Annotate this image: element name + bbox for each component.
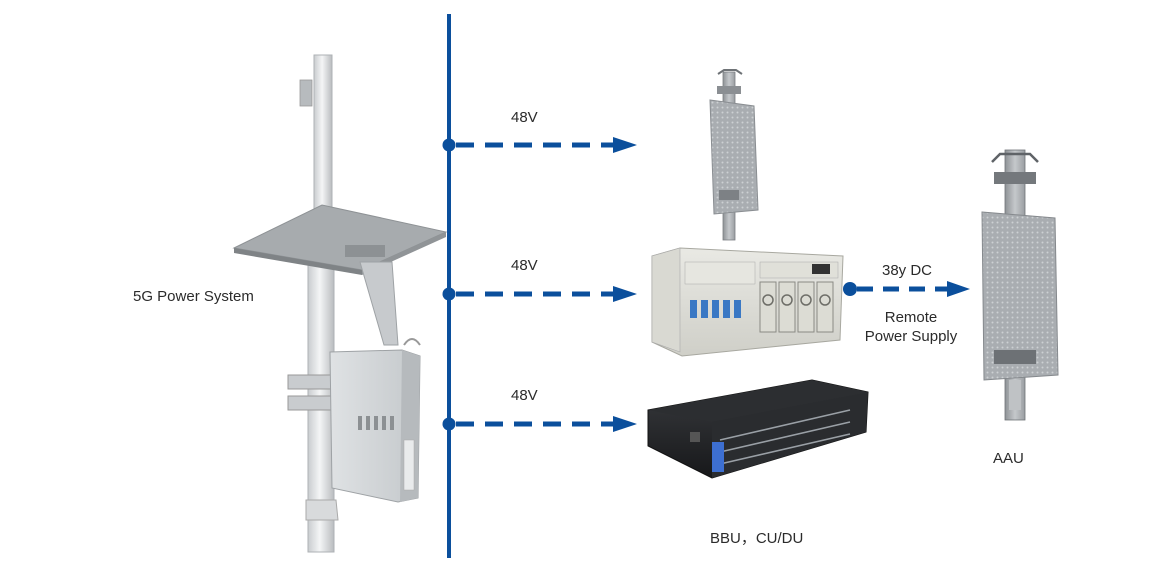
- remote-supply-label-line2: Power Supply: [864, 328, 958, 345]
- power-pole-icon: [232, 54, 448, 553]
- remote-supply-label-line1: Remote: [884, 309, 938, 326]
- aau-label: AAU: [993, 450, 1024, 467]
- small-antenna-icon: [709, 69, 759, 241]
- remote-voltage-label: 38y DC: [882, 262, 933, 279]
- rectifier-cabinet-icon: [651, 247, 844, 357]
- branch-3-voltage-label: 48V: [511, 387, 538, 404]
- branch-arrow-3: [442, 416, 637, 432]
- remote-supply-arrow: [843, 281, 970, 297]
- branch-arrow-2: [442, 286, 637, 302]
- bbu-label: BBU，CU/DU: [710, 530, 804, 547]
- power-system-label: 5G Power System: [133, 288, 254, 305]
- branch-1-voltage-label: 48V: [511, 109, 538, 126]
- branch-arrow-1: [442, 137, 637, 153]
- aau-antenna-icon: [981, 149, 1059, 421]
- branch-2-voltage-label: 48V: [511, 257, 538, 274]
- bbu-chassis-icon: [647, 379, 869, 479]
